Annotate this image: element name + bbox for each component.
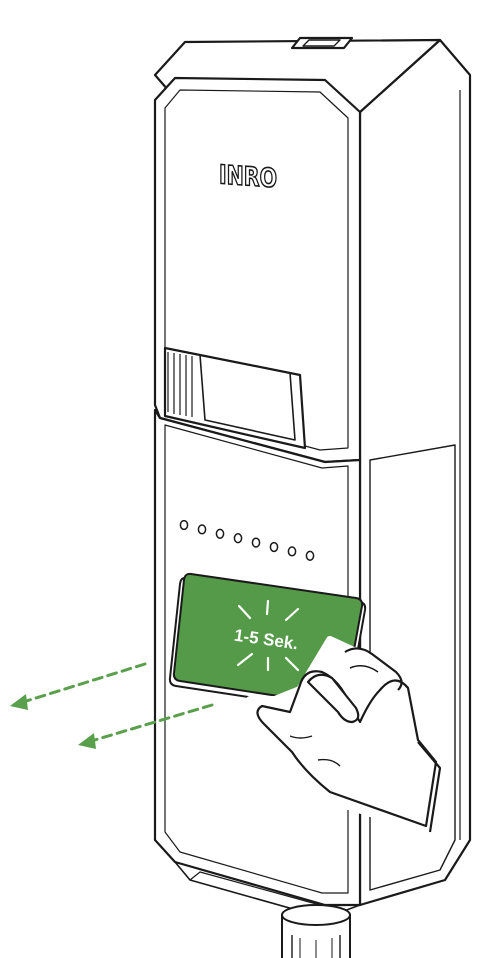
motion-arrow-icon (20, 664, 145, 703)
arrow-head-icon (78, 733, 96, 749)
led-indicator (180, 521, 187, 530)
arrow-head-icon (10, 694, 28, 710)
cable-gland (282, 905, 350, 958)
led-indicator (252, 538, 259, 547)
led-indicator (270, 543, 277, 552)
led-indicator (234, 534, 241, 543)
led-indicator (216, 529, 223, 538)
led-indicator (306, 551, 313, 560)
brand-logo: INRO (219, 160, 277, 194)
led-indicator (198, 525, 205, 534)
led-indicator (288, 547, 295, 556)
